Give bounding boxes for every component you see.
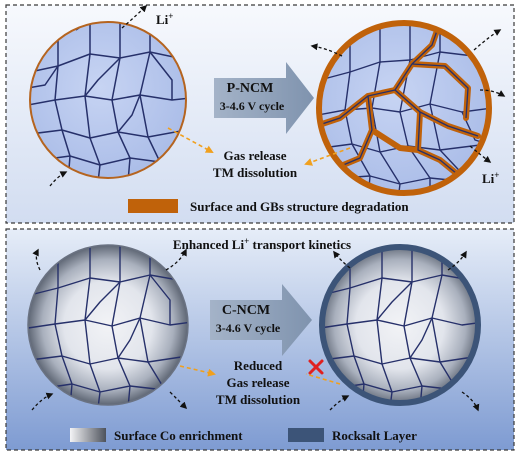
gas-release-label: Gas release — [224, 148, 287, 163]
li-flux-arrow-c-left — [32, 248, 41, 271]
li-flux-arrow-degraded-left — [310, 43, 343, 57]
cncm-cycled-particle — [319, 244, 481, 406]
gas-release-arrow-right — [304, 147, 351, 166]
pncm-pristine-particle — [29, 21, 187, 179]
bottom-heading: Enhanced Li+ transport kinetics — [173, 236, 351, 252]
li-flux-arrow-top — [121, 4, 148, 29]
tm-dissolution-label: TM dissolution — [213, 165, 298, 180]
reduced-gas-label: Gas release — [227, 375, 290, 390]
legend-degradation-label: Surface and GBs structure degradation — [190, 199, 409, 214]
li-flux-arrow-degraded-bottom — [469, 145, 492, 163]
legend-rocksalt-label: Rocksalt Layer — [332, 428, 417, 443]
reduced-label: Reduced — [234, 358, 283, 373]
legend-co-swatch — [70, 428, 106, 442]
cncm-cycle-label: 3-4.6 V cycle — [216, 321, 281, 335]
legend-degradation-swatch — [128, 199, 178, 213]
cncm-label: C-NCM — [222, 303, 270, 318]
li-label-right: Li+ — [482, 170, 499, 186]
pncm-degraded-particle — [316, 20, 492, 196]
li-flux-arrow-r-top-left — [333, 250, 351, 269]
li-flux-arrow-c-bottom-left — [31, 392, 54, 411]
li-flux-arrow-r-bottom-right — [461, 391, 480, 412]
li-label-top: Li+ — [156, 11, 173, 27]
gas-release-arrow-left — [167, 127, 214, 153]
li-flux-arrow-c-top — [165, 248, 187, 271]
cncm-particle — [27, 244, 189, 406]
legend-co-label: Surface Co enrichment — [114, 428, 243, 443]
gas-release-arrow-blocked — [305, 373, 341, 385]
pncm-cycle-label: 3-4.6 V cycle — [220, 99, 285, 113]
forbidden-cross-icon — [308, 359, 324, 375]
process-arrow-top — [214, 62, 314, 134]
li-flux-arrow-degraded-right — [479, 89, 506, 97]
process-arrow-bottom — [210, 284, 312, 356]
li-flux-arrow-c-bottom-right — [169, 391, 188, 410]
pncm-label: P-NCM — [227, 81, 274, 96]
li-flux-arrow-degraded-top-right — [473, 29, 502, 51]
reduced-tm-label: TM dissolution — [216, 392, 301, 407]
gas-release-arrow-reduced — [179, 365, 216, 377]
li-flux-arrow-r-bottom-left — [329, 395, 350, 411]
li-flux-arrow-bottom-left — [49, 171, 68, 187]
legend-rocksalt-swatch — [288, 428, 324, 442]
li-flux-arrow-r-top-right — [447, 250, 467, 271]
